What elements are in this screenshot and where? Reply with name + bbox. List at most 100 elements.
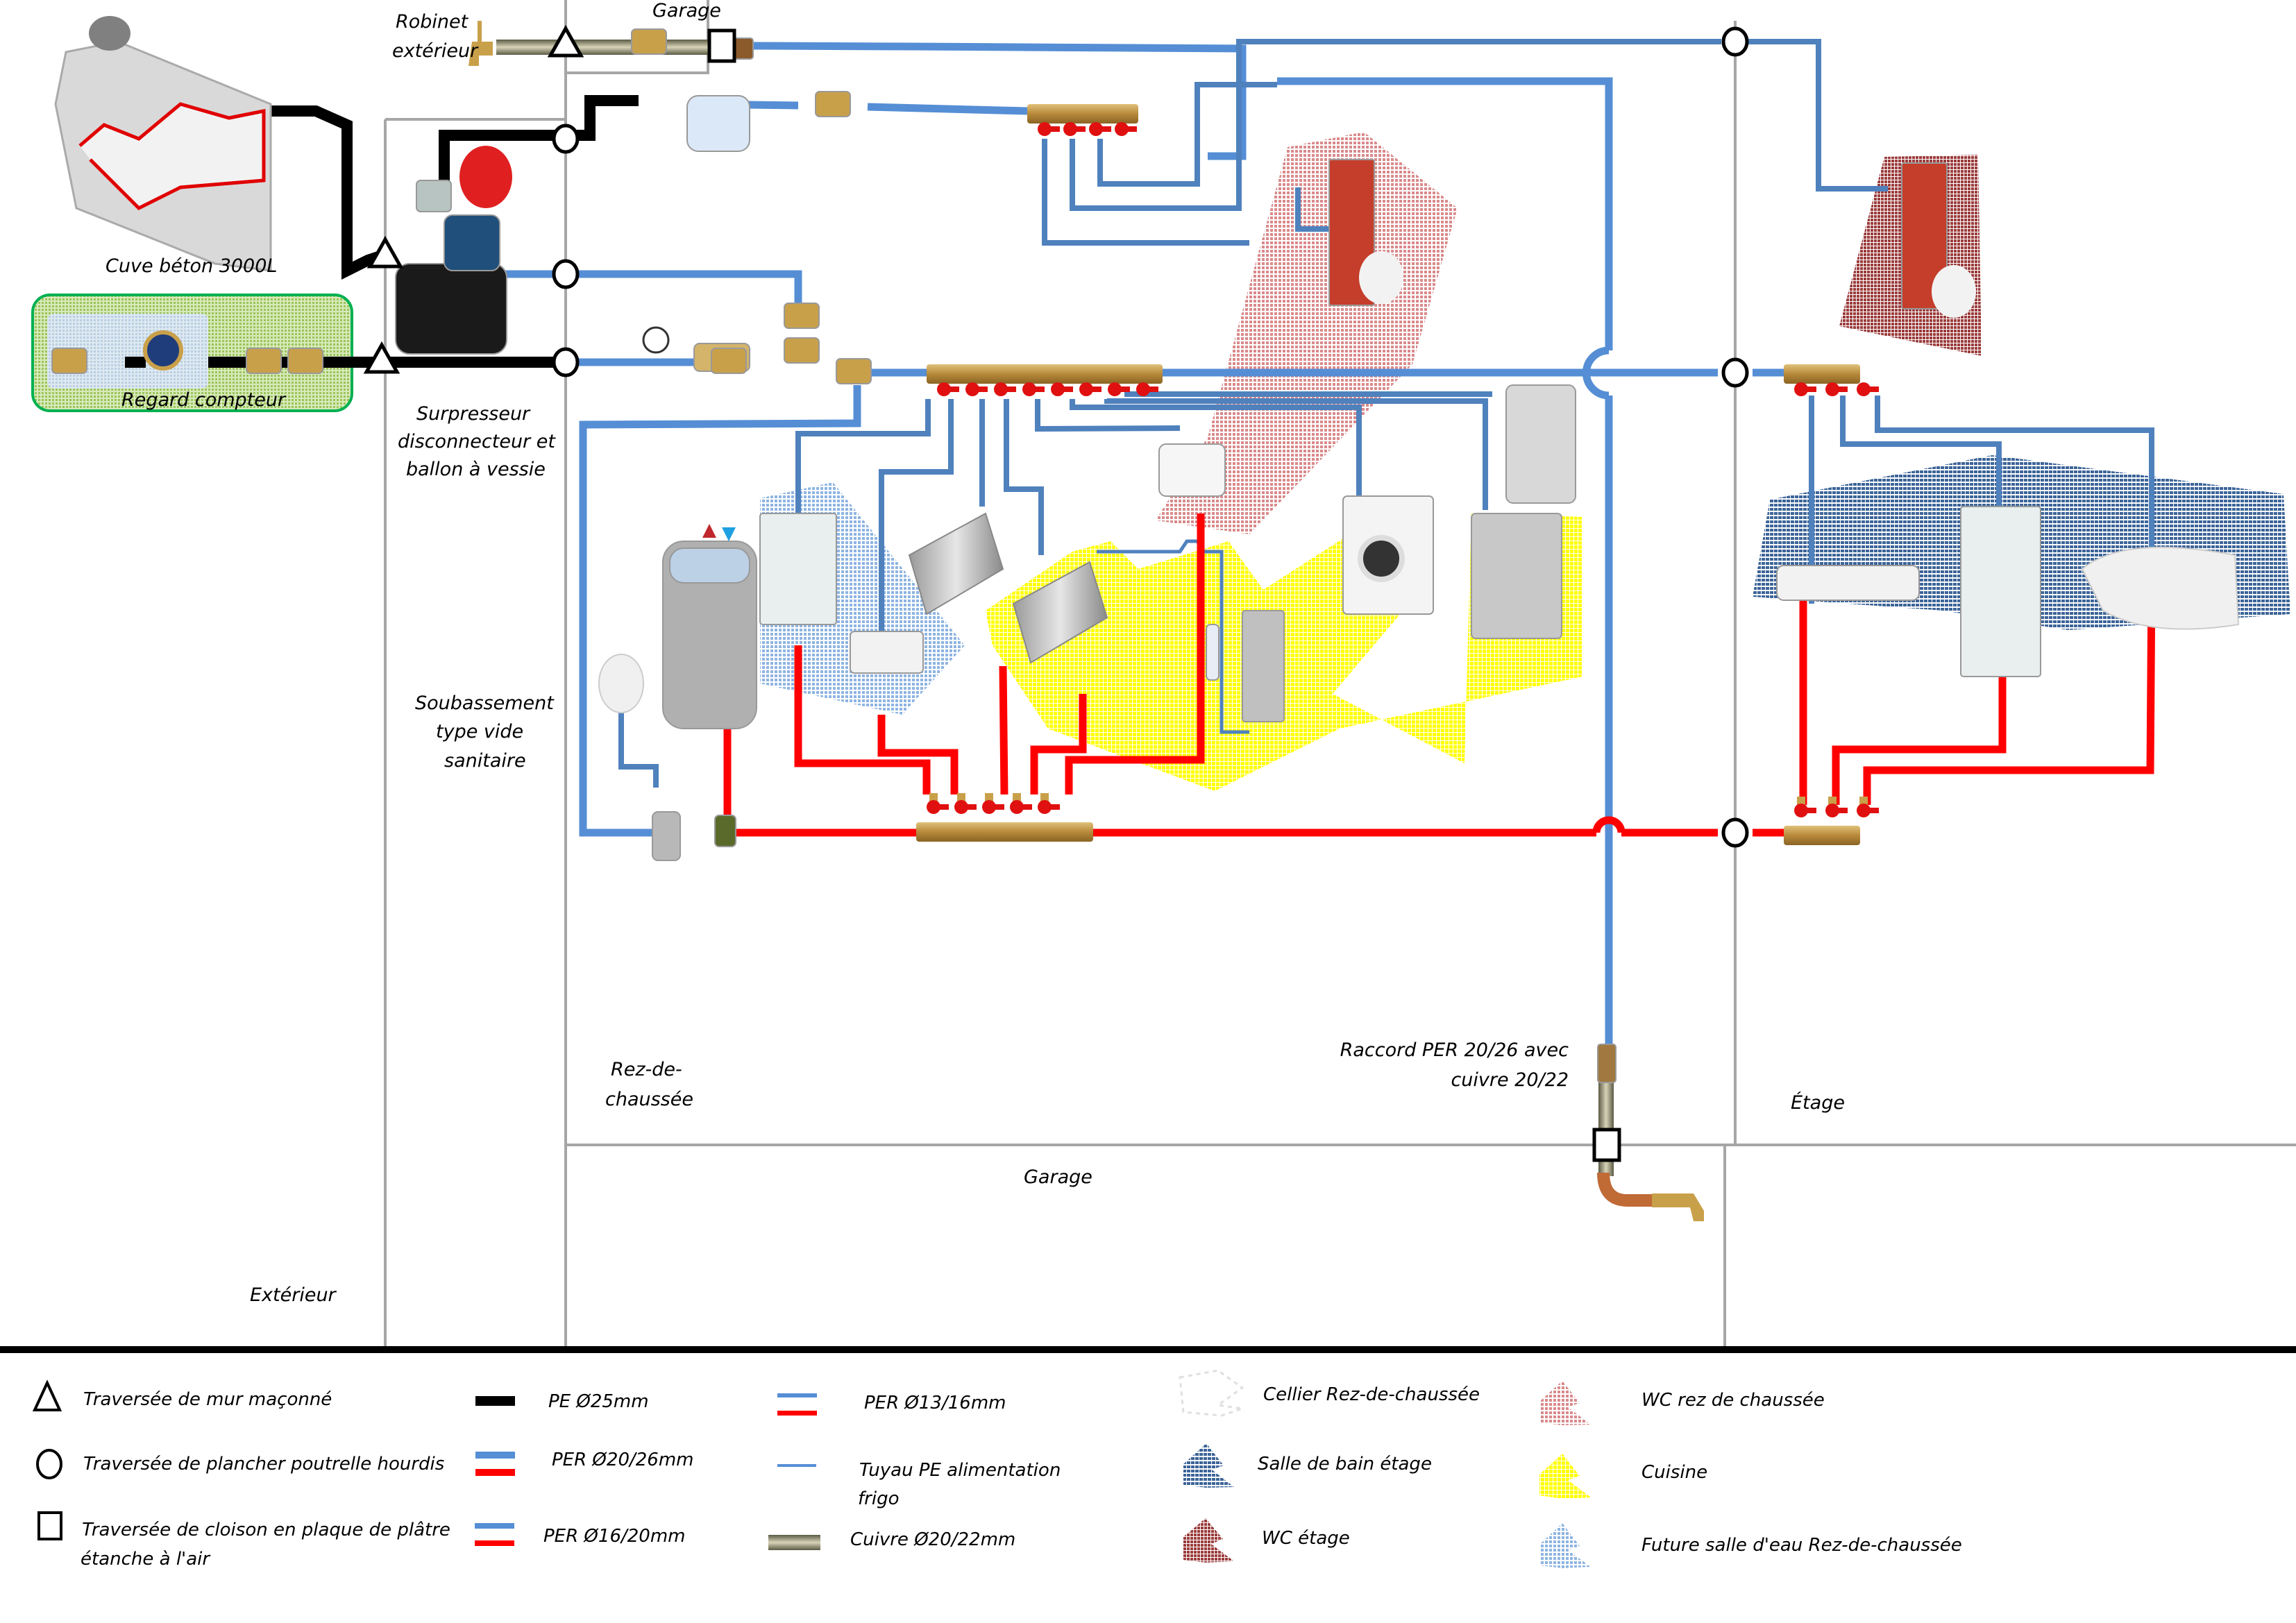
valve-lever-icon <box>1115 386 1130 392</box>
cuvette-wc-etage <box>1932 265 1976 318</box>
legend-label: WC étage <box>1262 1528 1350 1549</box>
label-raccord-1: Raccord PER 20/26 avec <box>1340 1039 1569 1061</box>
legend-label: Traversée de mur maçonné <box>83 1389 332 1410</box>
room-swatch-icon <box>1183 1443 1234 1488</box>
legend-item-triangle: Traversée de mur maçonné <box>32 1379 332 1411</box>
valve-lever-icon <box>1045 804 1060 810</box>
chauffe-eau-head <box>669 547 750 584</box>
pipe-hot-jumper <box>1592 816 1626 833</box>
triangle-wall-crossing-icon <box>366 235 404 269</box>
legend-label: Cuivre Ø20/22mm <box>850 1529 1015 1550</box>
swatch-red <box>777 1411 817 1416</box>
legend-label: PE Ø25mm <box>548 1391 649 1412</box>
pipe-cold-ecs-feed <box>579 385 861 837</box>
circle-floor-crossing-icon <box>1721 26 1749 57</box>
swatch-blue <box>475 1452 515 1459</box>
valve-lever-icon <box>1832 808 1848 813</box>
water-meter <box>143 330 183 371</box>
swatch-blue-thin <box>777 1464 816 1467</box>
vase-expansion-sanitaire <box>598 654 644 713</box>
walls <box>384 0 2296 1346</box>
pipe-cold-surpresseur-out <box>500 270 802 305</box>
double-vasque-etage <box>1776 565 1920 601</box>
circle-floor-crossing-icon <box>1721 817 1749 848</box>
mitigeur-thermostatique <box>714 815 736 847</box>
label-soubassement-2: type vide <box>436 721 523 742</box>
manifold-body <box>1027 104 1138 124</box>
cuve-cutaway <box>78 102 266 211</box>
label-robinet-1: Robinet <box>396 11 469 33</box>
pipe-hot-etage-baignoire <box>1863 582 2156 805</box>
surpresseur-controller <box>416 180 452 212</box>
pipe-cold-collector-top-in <box>867 103 1028 115</box>
pipe-cold-wc-etage <box>1735 39 1888 192</box>
pipe-pe-surpresseur-out <box>439 95 639 208</box>
swatch-blue <box>475 1523 514 1529</box>
lave-linge-door <box>1358 535 1405 582</box>
valve-lever-icon <box>1017 804 1032 810</box>
ballon-vessie <box>459 146 512 208</box>
ball-valve <box>287 348 323 374</box>
evier-cuisine-1 <box>908 512 1004 615</box>
ball-valve <box>784 337 820 364</box>
pipe-cold-expansion-vessel <box>618 708 659 788</box>
square-partition-crossing-icon <box>707 28 736 63</box>
douche-etage <box>1960 506 2041 677</box>
coude-cuivre <box>1597 1172 1652 1207</box>
collector-center-hot <box>916 793 1093 842</box>
label-rdc-1: Rez-de- <box>611 1059 682 1080</box>
legend-divider <box>0 1346 2296 1353</box>
label-regard: Regard compteur <box>121 389 287 411</box>
manifold-body <box>927 364 1163 384</box>
chaudiere <box>1505 384 1576 504</box>
pipe-hot-kitchen-sink-2 <box>1030 694 1087 794</box>
zone-wc-rdc <box>1156 132 1458 534</box>
circle-floor-crossing-icon <box>552 347 580 377</box>
cuvette-wc-rdc <box>1359 251 1403 304</box>
valve-lever-icon <box>1143 386 1158 392</box>
swatch-red <box>475 1540 514 1546</box>
valve-lever-icon <box>1070 126 1086 132</box>
legend-label: Cuisine <box>1641 1462 1707 1483</box>
valve-lever-icon <box>1864 386 1879 392</box>
collector-etage-cold <box>1784 364 1879 396</box>
swatch-black <box>475 1396 515 1406</box>
collector-top <box>1027 104 1138 136</box>
lave-mains-wc-rdc <box>1158 443 1226 497</box>
legend-item-wc-rdc: WC rez de chaussée <box>1539 1381 1825 1425</box>
surpresseur-pump <box>444 214 500 271</box>
pipe-cold-out-lave-main <box>1035 399 1181 432</box>
manifold-body <box>1784 826 1860 845</box>
double-filter <box>686 95 750 152</box>
legend-label: Tuyau PE alimentation <box>859 1460 1061 1481</box>
legend-item-square: Traversée de cloison en plaque de plâtre… <box>37 1511 450 1570</box>
baignoire-angle-etage <box>2081 546 2240 630</box>
swatch-blue <box>777 1393 817 1397</box>
legend-label: PER Ø20/26mm <box>552 1450 693 1470</box>
surpresseur-body <box>395 263 507 355</box>
pipe-cold-out-dishwasher <box>1104 398 1488 510</box>
robinet-exterieur-icon <box>469 42 493 66</box>
robinet-garage-icon <box>1652 1193 1704 1221</box>
raccord-per-cuivre <box>1597 1044 1617 1083</box>
label-surpresseur-3: ballon à vessie <box>406 459 546 480</box>
square-partition-crossing-icon <box>1592 1128 1621 1162</box>
circle-icon <box>36 1449 62 1479</box>
lave-vaisselle <box>1471 513 1562 639</box>
room-swatch-icon <box>1539 1454 1591 1499</box>
filtre-frigo <box>1206 624 1219 681</box>
legend-label: frigo <box>858 1488 899 1509</box>
label-etage: Étage <box>1791 1091 1845 1114</box>
pipe-cold-out-washer <box>1070 399 1362 500</box>
legend-item-circle: Traversée de plancher poutrelle hourdis <box>36 1449 444 1479</box>
label-robinet-2: extérieur <box>392 40 479 62</box>
pipe-cold-jumper <box>1582 346 1610 400</box>
valve-lever-icon <box>1832 386 1848 392</box>
valve-lever-icon <box>1801 808 1816 813</box>
pipe-cold-riser <box>1277 77 1613 1044</box>
bati-wc-etage <box>1901 162 1948 309</box>
valve-lever-icon <box>1045 126 1060 132</box>
legend-item-cellier: Cellier Rez-de-chaussée <box>1179 1369 1480 1417</box>
triangle-icon <box>32 1379 62 1411</box>
